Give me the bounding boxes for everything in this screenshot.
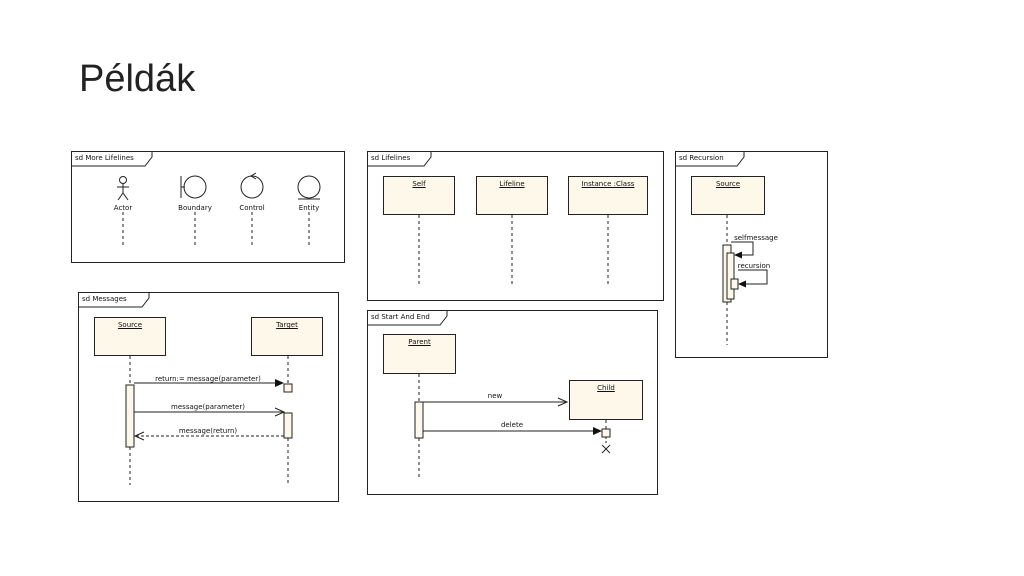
frame-lifelines-drawing xyxy=(368,152,609,287)
selfmessage-label: selfmessage xyxy=(734,234,778,242)
source-box: Source xyxy=(691,176,765,215)
target-activation-1 xyxy=(283,383,293,393)
frame-messages-drawing xyxy=(79,293,293,485)
frame-start-end: sd Start And End Parent Child new delete xyxy=(367,310,658,495)
actor-label: Actor xyxy=(113,204,133,212)
recursion-label: recursion xyxy=(737,262,771,270)
lifeline-box: Lifeline xyxy=(476,176,548,215)
actor-icon xyxy=(117,176,129,201)
child-label: Child xyxy=(597,384,615,392)
source-box: Source xyxy=(94,317,166,356)
new-label: new xyxy=(487,392,503,400)
msg3-label: message(return) xyxy=(178,427,238,435)
activation-bar-recursion xyxy=(730,278,739,290)
frame-more-lifelines-drawing xyxy=(72,152,321,246)
frame-tag: sd Messages xyxy=(82,295,127,303)
frame-recursion: sd Recursion Source selfmessage recursio… xyxy=(675,151,828,358)
frame-tag: sd Lifelines xyxy=(371,154,411,162)
new-arrowhead xyxy=(557,397,569,407)
frame-tab xyxy=(368,152,432,167)
parent-label: Parent xyxy=(408,338,431,346)
frame-tab xyxy=(79,293,150,308)
frame-tab xyxy=(368,311,448,326)
target-activation-2 xyxy=(283,412,293,439)
delete-label: delete xyxy=(500,421,524,429)
target-box: Target xyxy=(251,317,323,356)
recursion-arrow xyxy=(738,269,768,285)
msg1-arrowhead xyxy=(275,379,284,387)
frame-more-lifelines: sd More Lifelines Actor Boundary Control… xyxy=(71,151,345,263)
parent-box: Parent xyxy=(383,334,456,374)
boundary-icon xyxy=(180,175,207,199)
instance-box: Instance :Class xyxy=(568,176,648,215)
boundary-label: Boundary xyxy=(178,204,212,212)
frame-messages: sd Messages Source Target return:= messa… xyxy=(78,292,339,502)
entity-icon xyxy=(297,175,321,200)
frame-tag: sd Start And End xyxy=(371,313,430,321)
selfmessage-arrow xyxy=(731,241,754,256)
control-label: Control xyxy=(239,204,265,212)
frame-tag: sd More Lifelines xyxy=(75,154,134,162)
recursion-arrowhead xyxy=(738,280,746,288)
entity-label: Entity xyxy=(298,204,320,212)
frame-tab xyxy=(72,152,153,167)
self-label: Self xyxy=(412,180,426,188)
lifeline-label: Lifeline xyxy=(499,180,525,188)
frame-tag: sd Recursion xyxy=(679,154,724,162)
activation-bar-nested xyxy=(726,252,735,300)
slide-title: Példák xyxy=(79,58,196,100)
msg1-label: return:= message(parameter) xyxy=(155,375,261,383)
control-icon xyxy=(240,172,264,199)
frame-tab xyxy=(676,152,745,167)
msg2-arrowhead xyxy=(274,407,286,417)
msg2-label: message(parameter) xyxy=(171,403,245,411)
delete-arrowhead xyxy=(593,427,602,435)
msg3-arrowhead xyxy=(133,431,145,441)
selfmessage-arrowhead xyxy=(734,251,742,259)
frame-recursion-drawing xyxy=(676,152,768,345)
frame-lifelines: sd Lifelines Self Lifeline Instance :Cla… xyxy=(367,151,664,301)
child-box: Child xyxy=(569,380,643,420)
source-label: Source xyxy=(117,321,143,329)
self-box: Self xyxy=(383,176,455,215)
frame-start-end-drawing xyxy=(368,311,611,478)
target-label: Target xyxy=(276,321,298,329)
child-activation xyxy=(601,428,611,438)
source-activation xyxy=(125,384,135,448)
destroy-x-icon xyxy=(601,444,611,454)
instance-label: Instance :Class xyxy=(581,180,635,188)
source-label: Source xyxy=(715,180,741,188)
parent-activation xyxy=(414,401,424,439)
